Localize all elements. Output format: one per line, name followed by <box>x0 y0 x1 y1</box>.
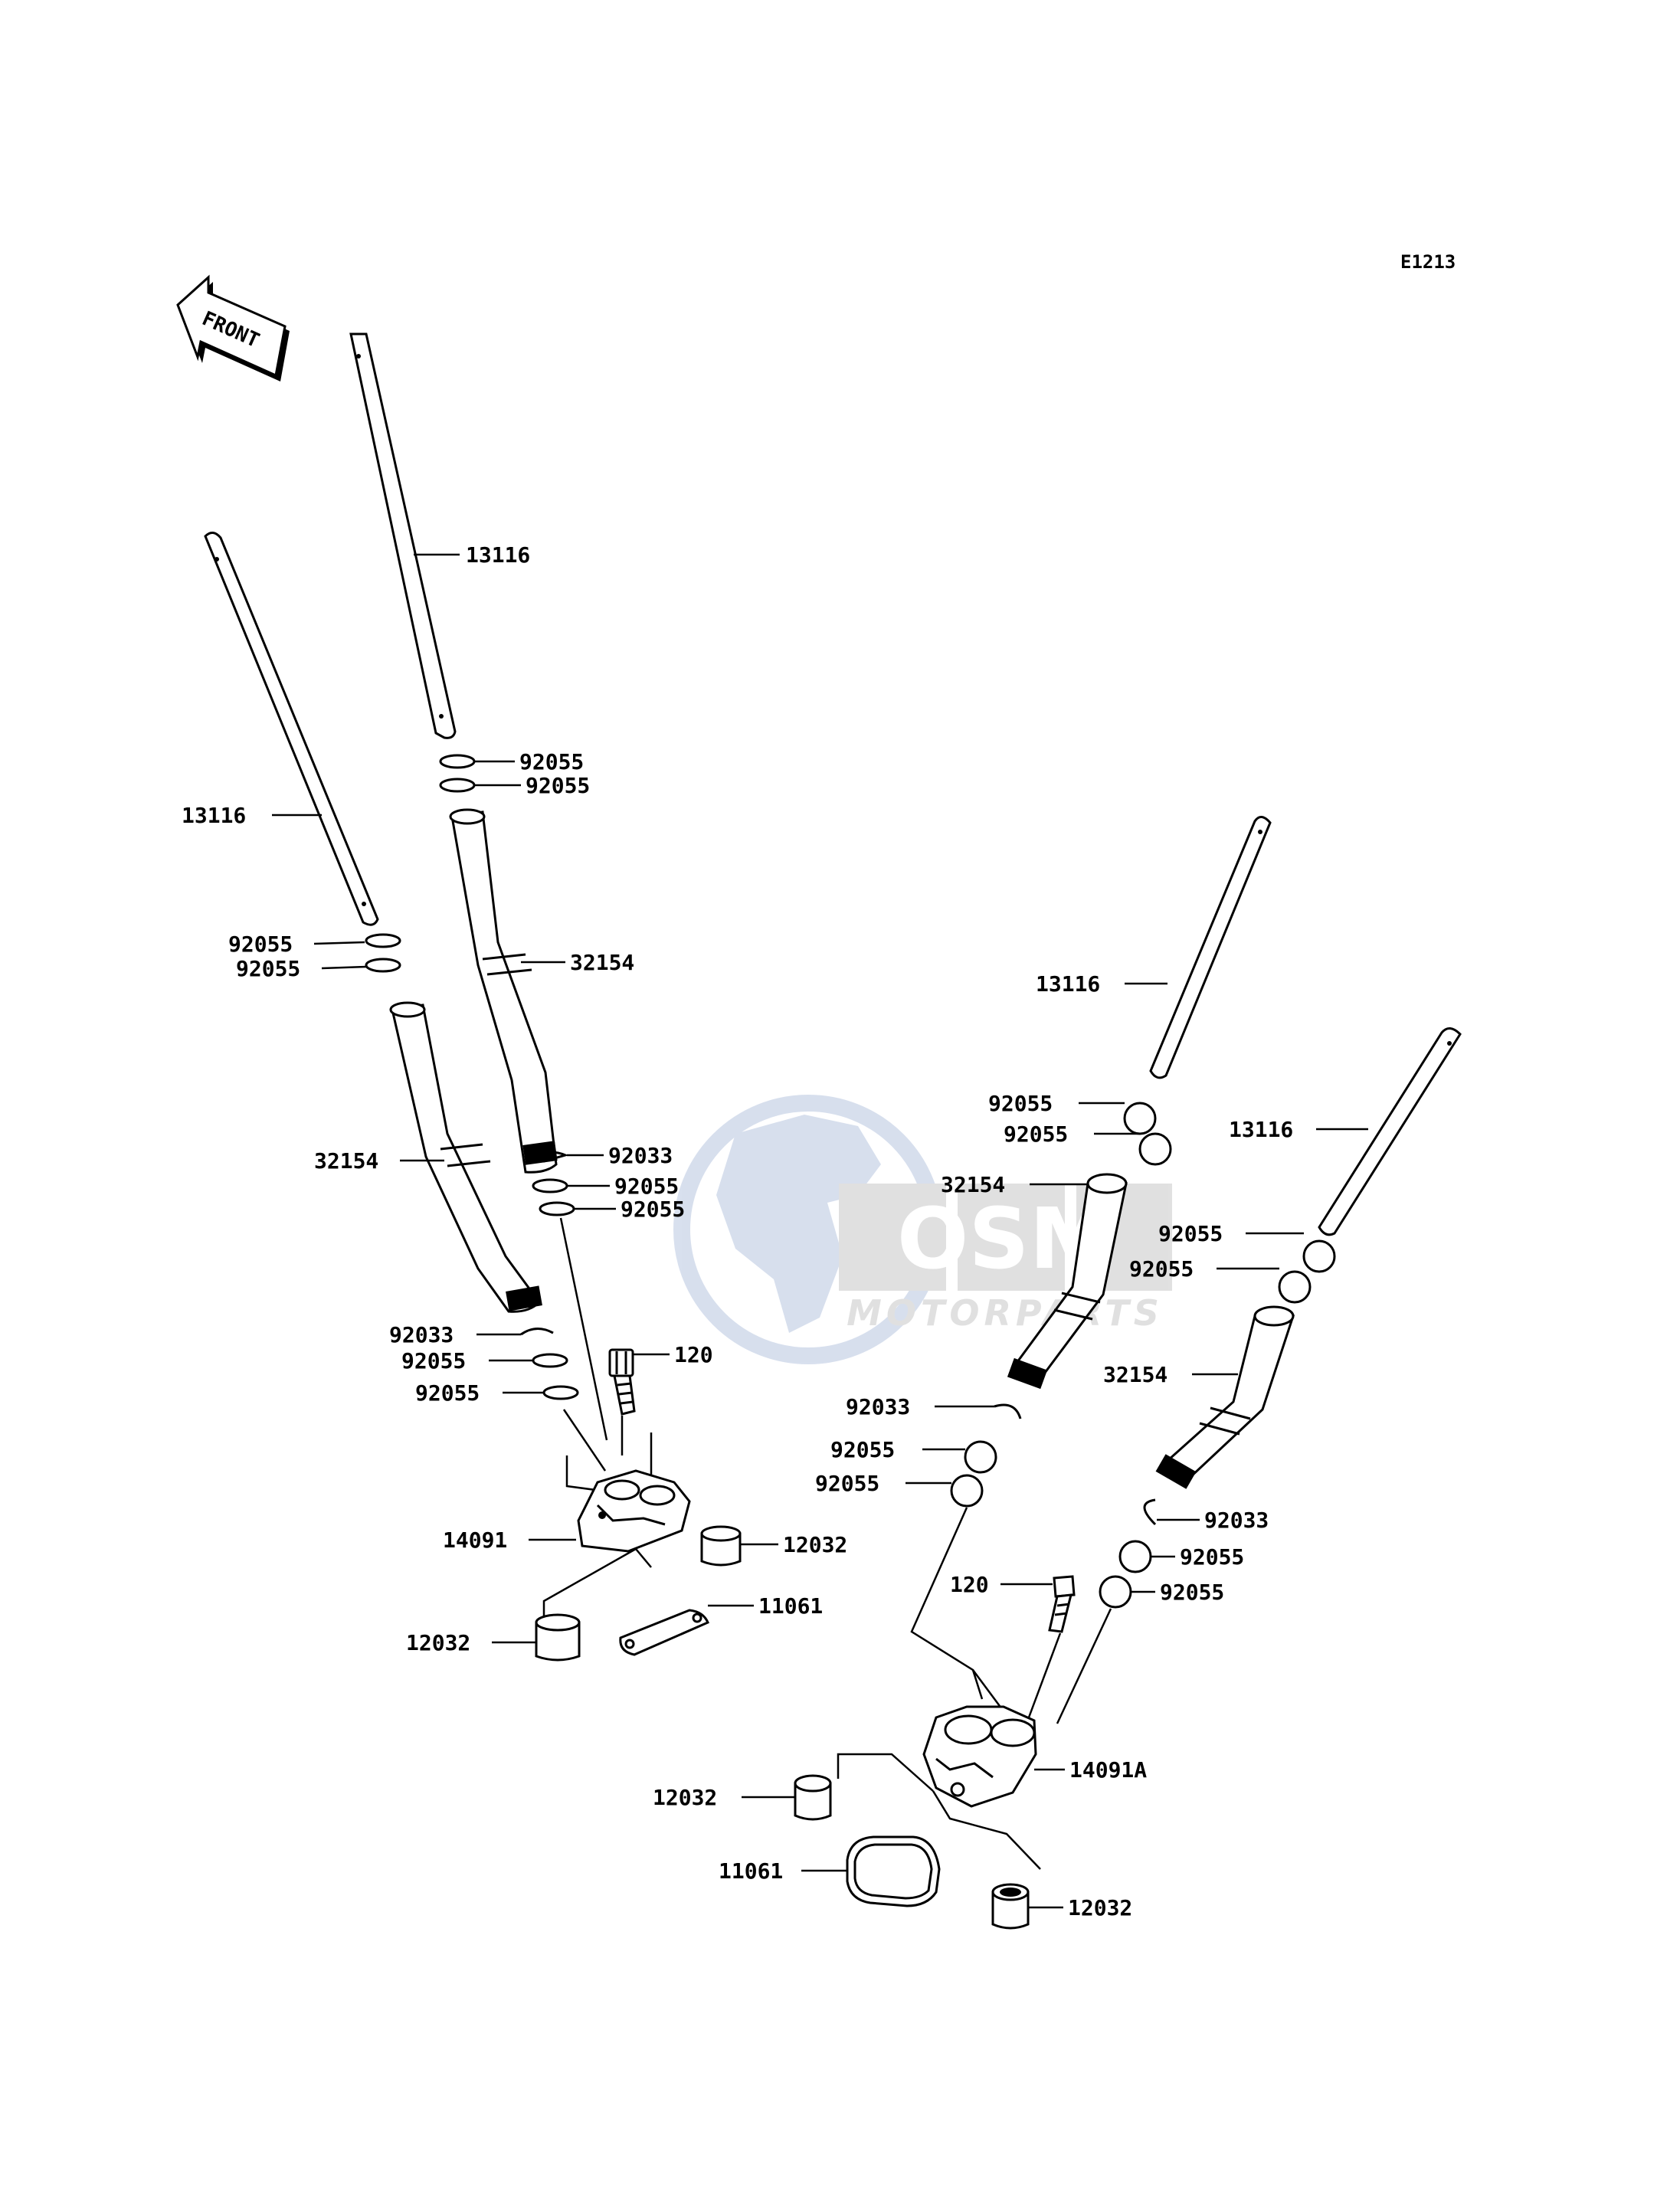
o-ring <box>539 1201 575 1216</box>
watermark: OSM MOTORPARTS <box>673 1095 1172 1364</box>
callout-left-ring-b2: 92055 <box>236 956 300 981</box>
callout-right-tube-upper: 32154 <box>941 1172 1005 1197</box>
o-ring <box>950 1474 984 1508</box>
o-ring <box>542 1385 579 1400</box>
o-ring <box>439 754 476 769</box>
callout-right-clip-left: 92033 <box>846 1394 910 1419</box>
o-ring <box>365 933 401 948</box>
bushing <box>700 1525 742 1567</box>
callout-left-clip-lower: 92033 <box>389 1322 454 1347</box>
o-ring <box>532 1178 568 1193</box>
callout-right-bolt: 120 <box>950 1572 989 1597</box>
watermark-subtitle: MOTORPARTS <box>847 1292 1164 1334</box>
circlip <box>1143 1498 1157 1526</box>
bushing <box>991 1883 1030 1930</box>
left-pushrod-tube-upper <box>449 808 558 1174</box>
callout-left-tube-upper: 32154 <box>570 950 634 975</box>
callout-left-ring-b1: 92055 <box>228 932 293 957</box>
diagram-code: E1213 <box>1400 251 1456 273</box>
o-ring <box>1138 1132 1172 1166</box>
o-ring <box>532 1353 568 1368</box>
callout-right-ring-c1: 92055 <box>830 1437 895 1462</box>
callout-left-rod-upper: 13116 <box>466 542 530 568</box>
callout-left-gasket: 11061 <box>758 1593 823 1619</box>
right-pushrod-tube-upper <box>1007 1173 1128 1390</box>
left-holder <box>577 1469 691 1553</box>
o-ring <box>1278 1270 1312 1304</box>
callout-left-ring-d1: 92055 <box>401 1348 466 1374</box>
bushing <box>535 1613 581 1662</box>
bolt <box>608 1348 636 1416</box>
callout-left-rod-lower: 13116 <box>182 803 246 828</box>
callout-right-rod-upper: 13116 <box>1036 971 1100 997</box>
o-ring <box>1099 1575 1132 1609</box>
callout-left-ring-c1: 92055 <box>614 1174 679 1199</box>
left-pushrod-tube-lower <box>389 1001 542 1313</box>
o-ring <box>1302 1239 1336 1273</box>
o-ring <box>365 958 401 973</box>
watermark-block-s <box>958 1184 1065 1291</box>
callout-right-ring-b2: 92055 <box>1129 1256 1194 1282</box>
left-pushrod-lower <box>204 532 379 926</box>
right-holder <box>922 1705 1037 1808</box>
callout-left-tube-lower: 32154 <box>314 1148 378 1174</box>
callout-right-tube-lower: 32154 <box>1103 1362 1167 1387</box>
gasket <box>846 1835 941 1907</box>
callout-left-ring-a1: 92055 <box>519 749 584 774</box>
callout-left-ring-a2: 92055 <box>526 773 590 798</box>
bushing <box>794 1774 832 1821</box>
callout-right-ring-b1: 92055 <box>1158 1221 1223 1246</box>
callout-right-gasket: 11061 <box>719 1858 783 1884</box>
o-ring <box>1118 1540 1152 1573</box>
callout-right-holder: 14091A <box>1069 1757 1147 1783</box>
circlip <box>529 1151 569 1163</box>
callout-right-bushing-right: 12032 <box>1068 1895 1132 1920</box>
callout-left-bolt: 120 <box>674 1342 713 1367</box>
callout-left-bushing-left: 12032 <box>406 1630 470 1655</box>
callout-left-holder: 14091 <box>443 1527 507 1553</box>
watermark-continent <box>716 1115 881 1333</box>
o-ring <box>439 778 476 793</box>
bolt <box>1048 1575 1076 1633</box>
circlip <box>994 1403 1022 1419</box>
right-pushrod-upper <box>1149 816 1272 1079</box>
left-pushrod-upper <box>349 332 457 739</box>
callout-left-clip-upper: 92033 <box>608 1143 673 1168</box>
callout-right-ring-d2: 92055 <box>1160 1580 1224 1605</box>
o-ring <box>964 1440 997 1474</box>
callout-right-ring-d1: 92055 <box>1180 1544 1244 1570</box>
watermark-block-o <box>839 1184 946 1291</box>
callout-right-clip-right: 92033 <box>1204 1508 1269 1533</box>
callout-right-bushing-left: 12032 <box>653 1785 717 1810</box>
callout-left-ring-d2: 92055 <box>415 1380 480 1406</box>
circlip <box>520 1328 554 1336</box>
gasket <box>619 1609 709 1656</box>
callout-left-ring-c2: 92055 <box>621 1197 685 1222</box>
front-arrow-icon: FRONT <box>176 274 290 381</box>
callout-right-ring-a1: 92055 <box>988 1091 1053 1116</box>
right-pushrod-lower <box>1318 1027 1462 1236</box>
callout-right-rod-lower: 13116 <box>1229 1117 1293 1142</box>
o-ring <box>1123 1102 1157 1135</box>
callout-right-ring-a2: 92055 <box>1004 1121 1068 1147</box>
right-pushrod-tube-lower <box>1155 1305 1295 1489</box>
callout-left-bushing-right: 12032 <box>783 1532 847 1557</box>
callout-right-ring-c2: 92055 <box>815 1471 879 1496</box>
